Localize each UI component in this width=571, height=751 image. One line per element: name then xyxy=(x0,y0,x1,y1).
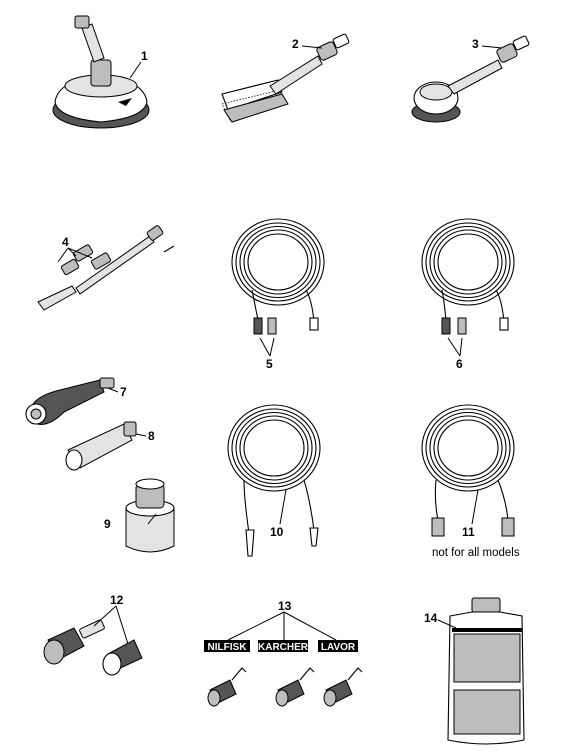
adapter-lavor xyxy=(323,667,363,707)
tag-karcher-text: KARCHER xyxy=(258,642,309,653)
detergent-bottle xyxy=(447,597,525,745)
part-label-1: 1 xyxy=(141,49,148,63)
hose-adapters xyxy=(43,619,143,676)
adapter-karcher xyxy=(275,667,315,707)
tag-nilfisk-text: NILFISK xyxy=(208,642,248,653)
part-label-2: 2 xyxy=(292,37,299,51)
part-label-12: 12 xyxy=(110,593,124,607)
round-brush xyxy=(411,35,530,123)
hose-coil-5 xyxy=(231,218,325,335)
extension-kit xyxy=(37,225,175,311)
adapter-nilfisk xyxy=(207,667,247,707)
tag-lavor-text: LAVOR xyxy=(321,642,356,653)
tag-lavor xyxy=(318,640,358,652)
part-label-11: 11 xyxy=(462,525,475,539)
part-label-6: 6 xyxy=(456,357,463,371)
flat-brush xyxy=(221,33,350,123)
hose-coil-10 xyxy=(227,404,321,557)
part-label-5: 5 xyxy=(266,357,273,371)
part-label-7: 7 xyxy=(120,385,127,399)
note-not-all-models: not for all models xyxy=(432,547,520,559)
part-label-13: 13 xyxy=(278,599,292,613)
part-number-labels: 1 2 3 4 5 6 7 8 9 10 11 12 13 14 xyxy=(62,37,479,625)
tag-nilfisk xyxy=(204,640,250,652)
hose-coil-6 xyxy=(421,218,515,335)
part-label-10: 10 xyxy=(270,525,284,539)
part-label-9: 9 xyxy=(104,517,111,531)
part-label-8: 8 xyxy=(148,429,155,443)
hose-coil-11 xyxy=(421,404,515,537)
adjustable-nozzle xyxy=(65,421,137,471)
tag-karcher xyxy=(258,640,308,652)
part-label-14: 14 xyxy=(424,611,438,625)
detergent-cap xyxy=(125,478,175,553)
surface-cleaner xyxy=(52,15,150,129)
part-label-4: 4 xyxy=(62,235,69,249)
part-label-3: 3 xyxy=(472,37,479,51)
brand-adapters xyxy=(204,640,363,707)
leader-lines xyxy=(57,45,503,645)
rotary-nozzle xyxy=(25,377,115,425)
